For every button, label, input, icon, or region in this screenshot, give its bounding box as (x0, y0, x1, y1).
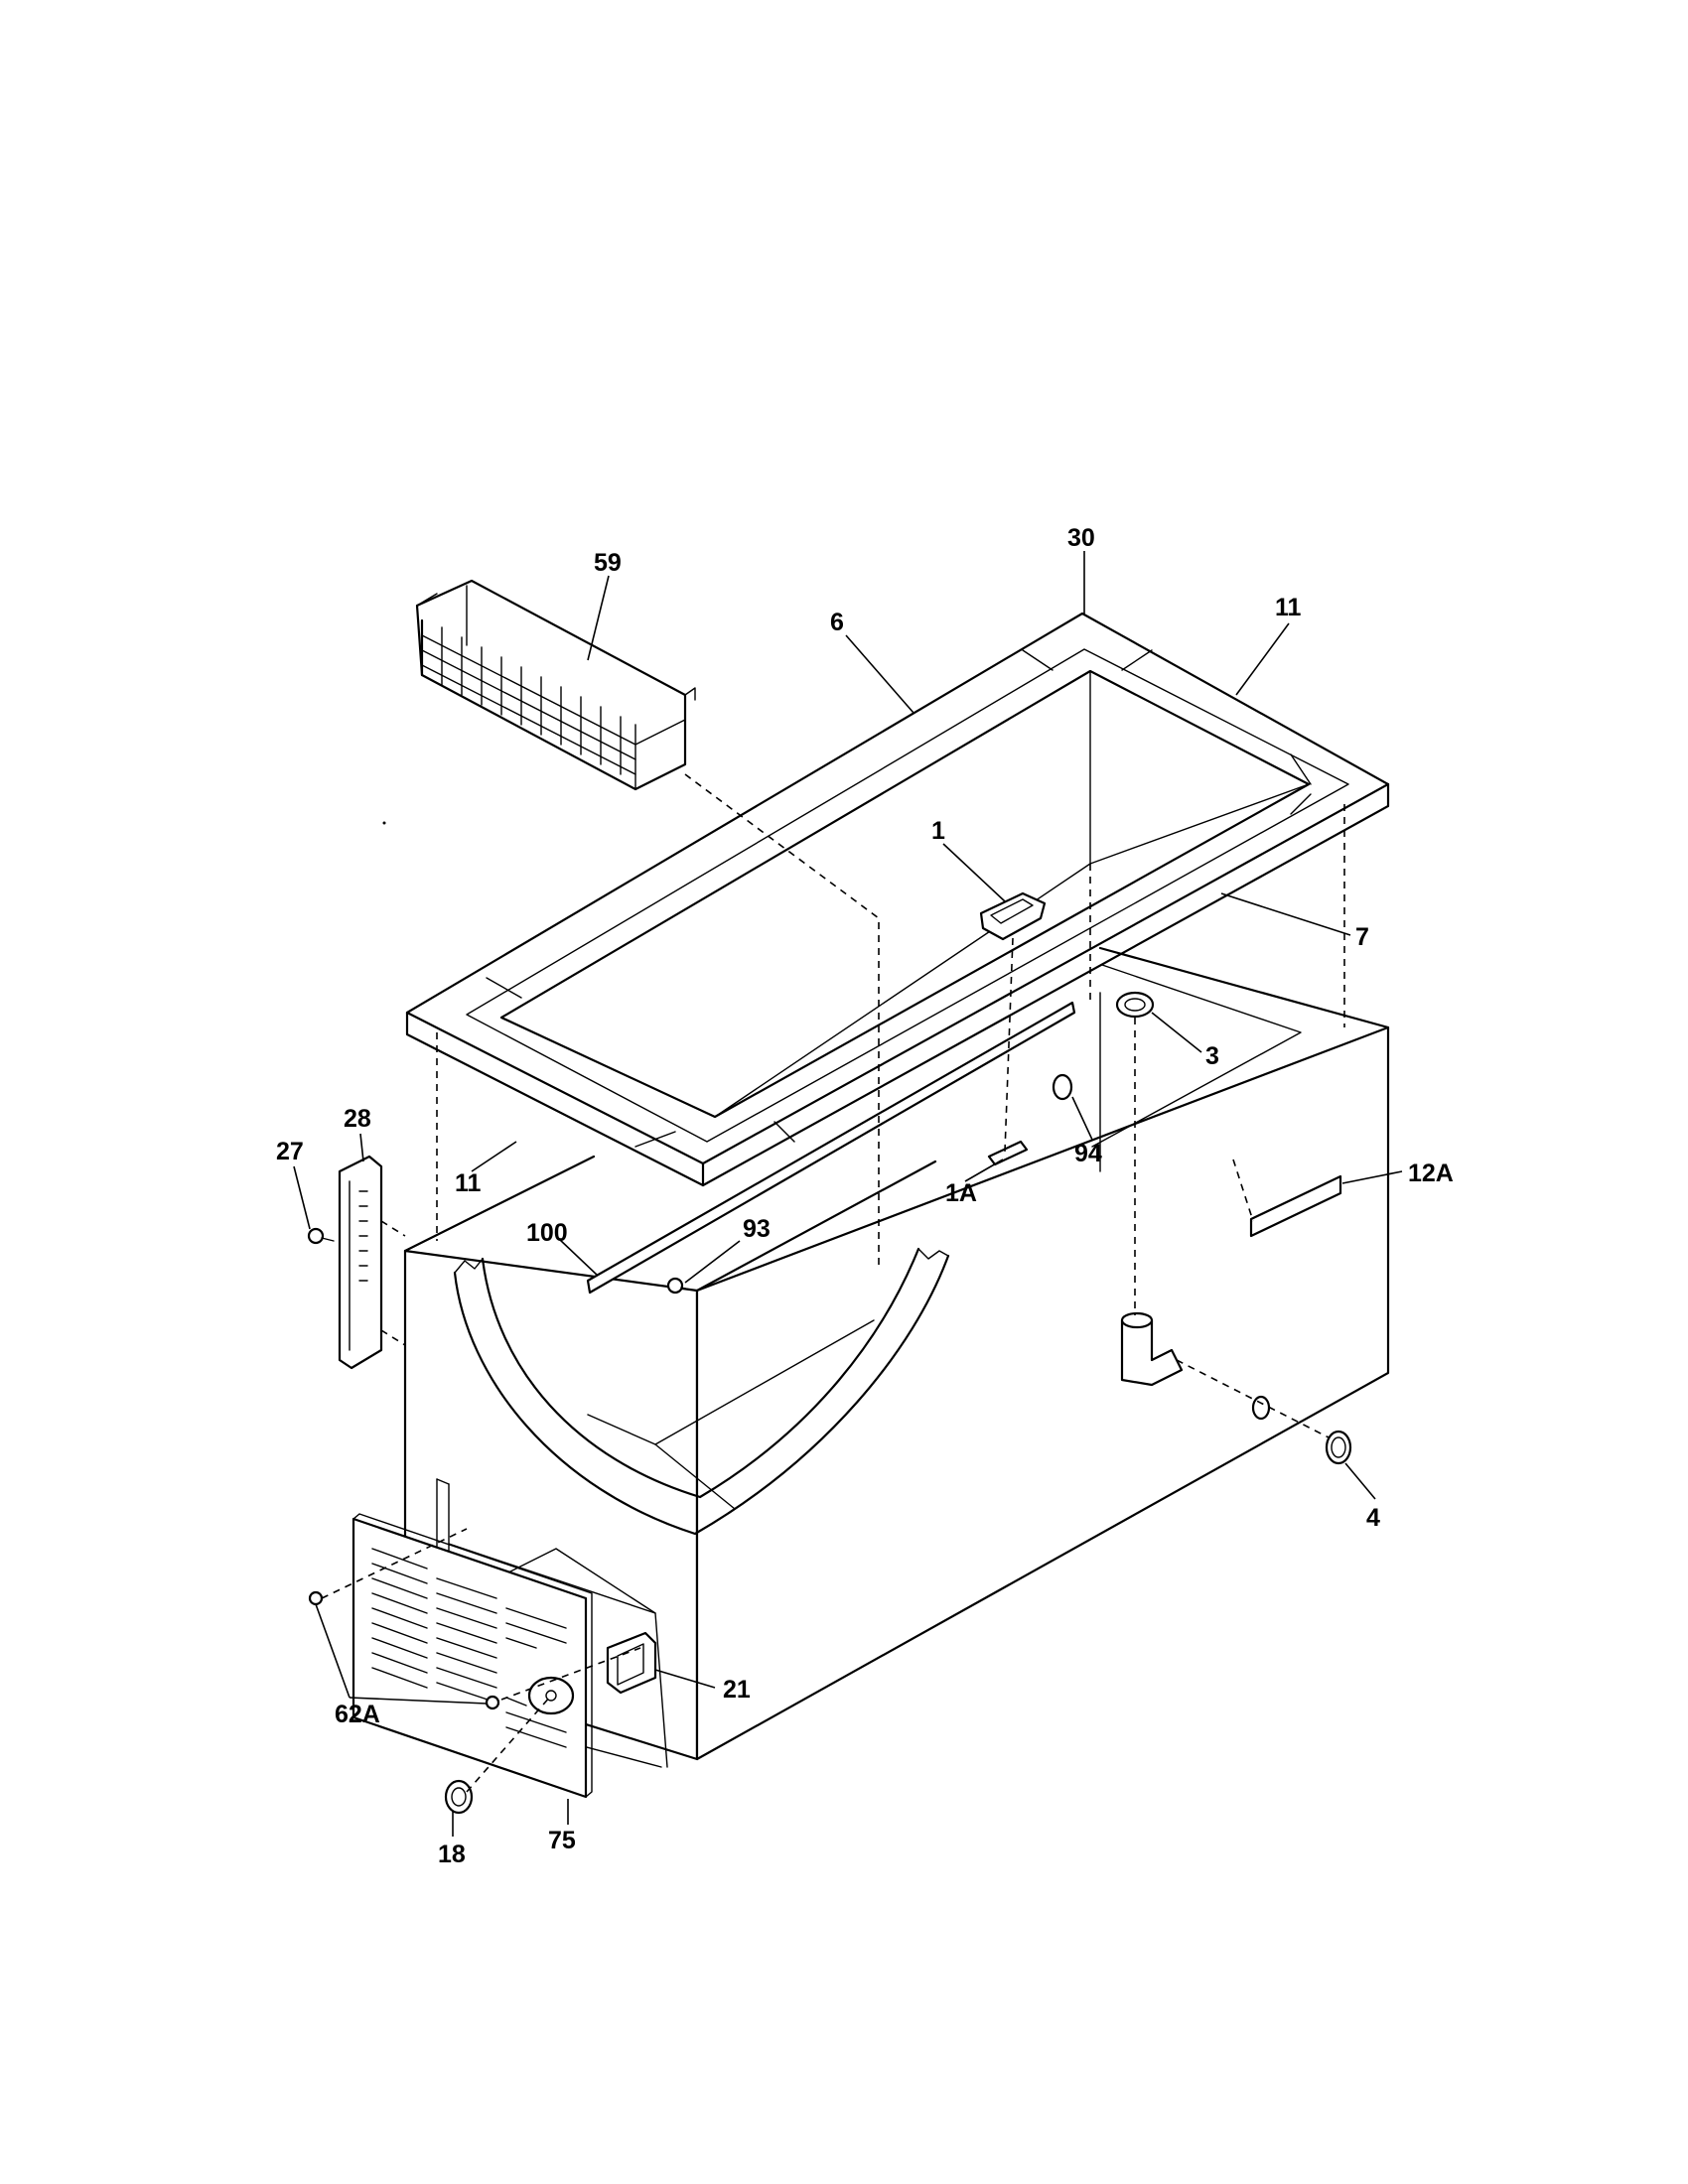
assembly-lines (321, 773, 1345, 1793)
screw-93 (666, 1277, 696, 1295)
relay-21 (606, 1631, 657, 1695)
plug-18 (444, 1779, 474, 1815)
drain-assembly (1115, 991, 1352, 1465)
callout-4: 4 (1366, 1504, 1380, 1532)
callout-30: 30 (1067, 524, 1095, 552)
strip-100 (586, 1001, 1076, 1295)
seal-94 (1052, 1073, 1073, 1101)
callout-7: 7 (1355, 923, 1369, 951)
lid-frame (405, 612, 1390, 1187)
callout-94: 94 (1074, 1140, 1102, 1167)
callout-labels: 59 30 6 11 1 7 3 28 27 11 94 1A 12A 100 … (276, 524, 1454, 1868)
callout-62A: 62A (335, 1701, 380, 1728)
wire-basket (415, 579, 696, 791)
lid-light-assembly (979, 891, 1047, 941)
label-12A (1249, 1174, 1342, 1238)
grille-75 (352, 1513, 593, 1799)
callout-21: 21 (723, 1676, 751, 1704)
callout-1A: 1A (945, 1179, 977, 1207)
callout-11-top: 11 (1275, 594, 1302, 621)
callout-1: 1 (931, 817, 945, 845)
callout-6: 6 (830, 609, 844, 636)
callout-12A: 12A (1408, 1160, 1454, 1187)
callout-93: 93 (743, 1215, 771, 1243)
callout-27: 27 (276, 1138, 304, 1165)
callout-75: 75 (548, 1827, 576, 1854)
callout-28: 28 (344, 1105, 371, 1133)
callout-3: 3 (1205, 1042, 1219, 1070)
leader-lines (293, 551, 1403, 1837)
clip-1A (987, 1140, 1029, 1166)
callout-11-left: 11 (455, 1169, 482, 1197)
callout-100: 100 (526, 1219, 568, 1247)
hinge-assembly (307, 1155, 383, 1370)
callout-59: 59 (594, 549, 622, 577)
callout-18: 18 (438, 1841, 466, 1868)
stray-dot (382, 821, 386, 825)
